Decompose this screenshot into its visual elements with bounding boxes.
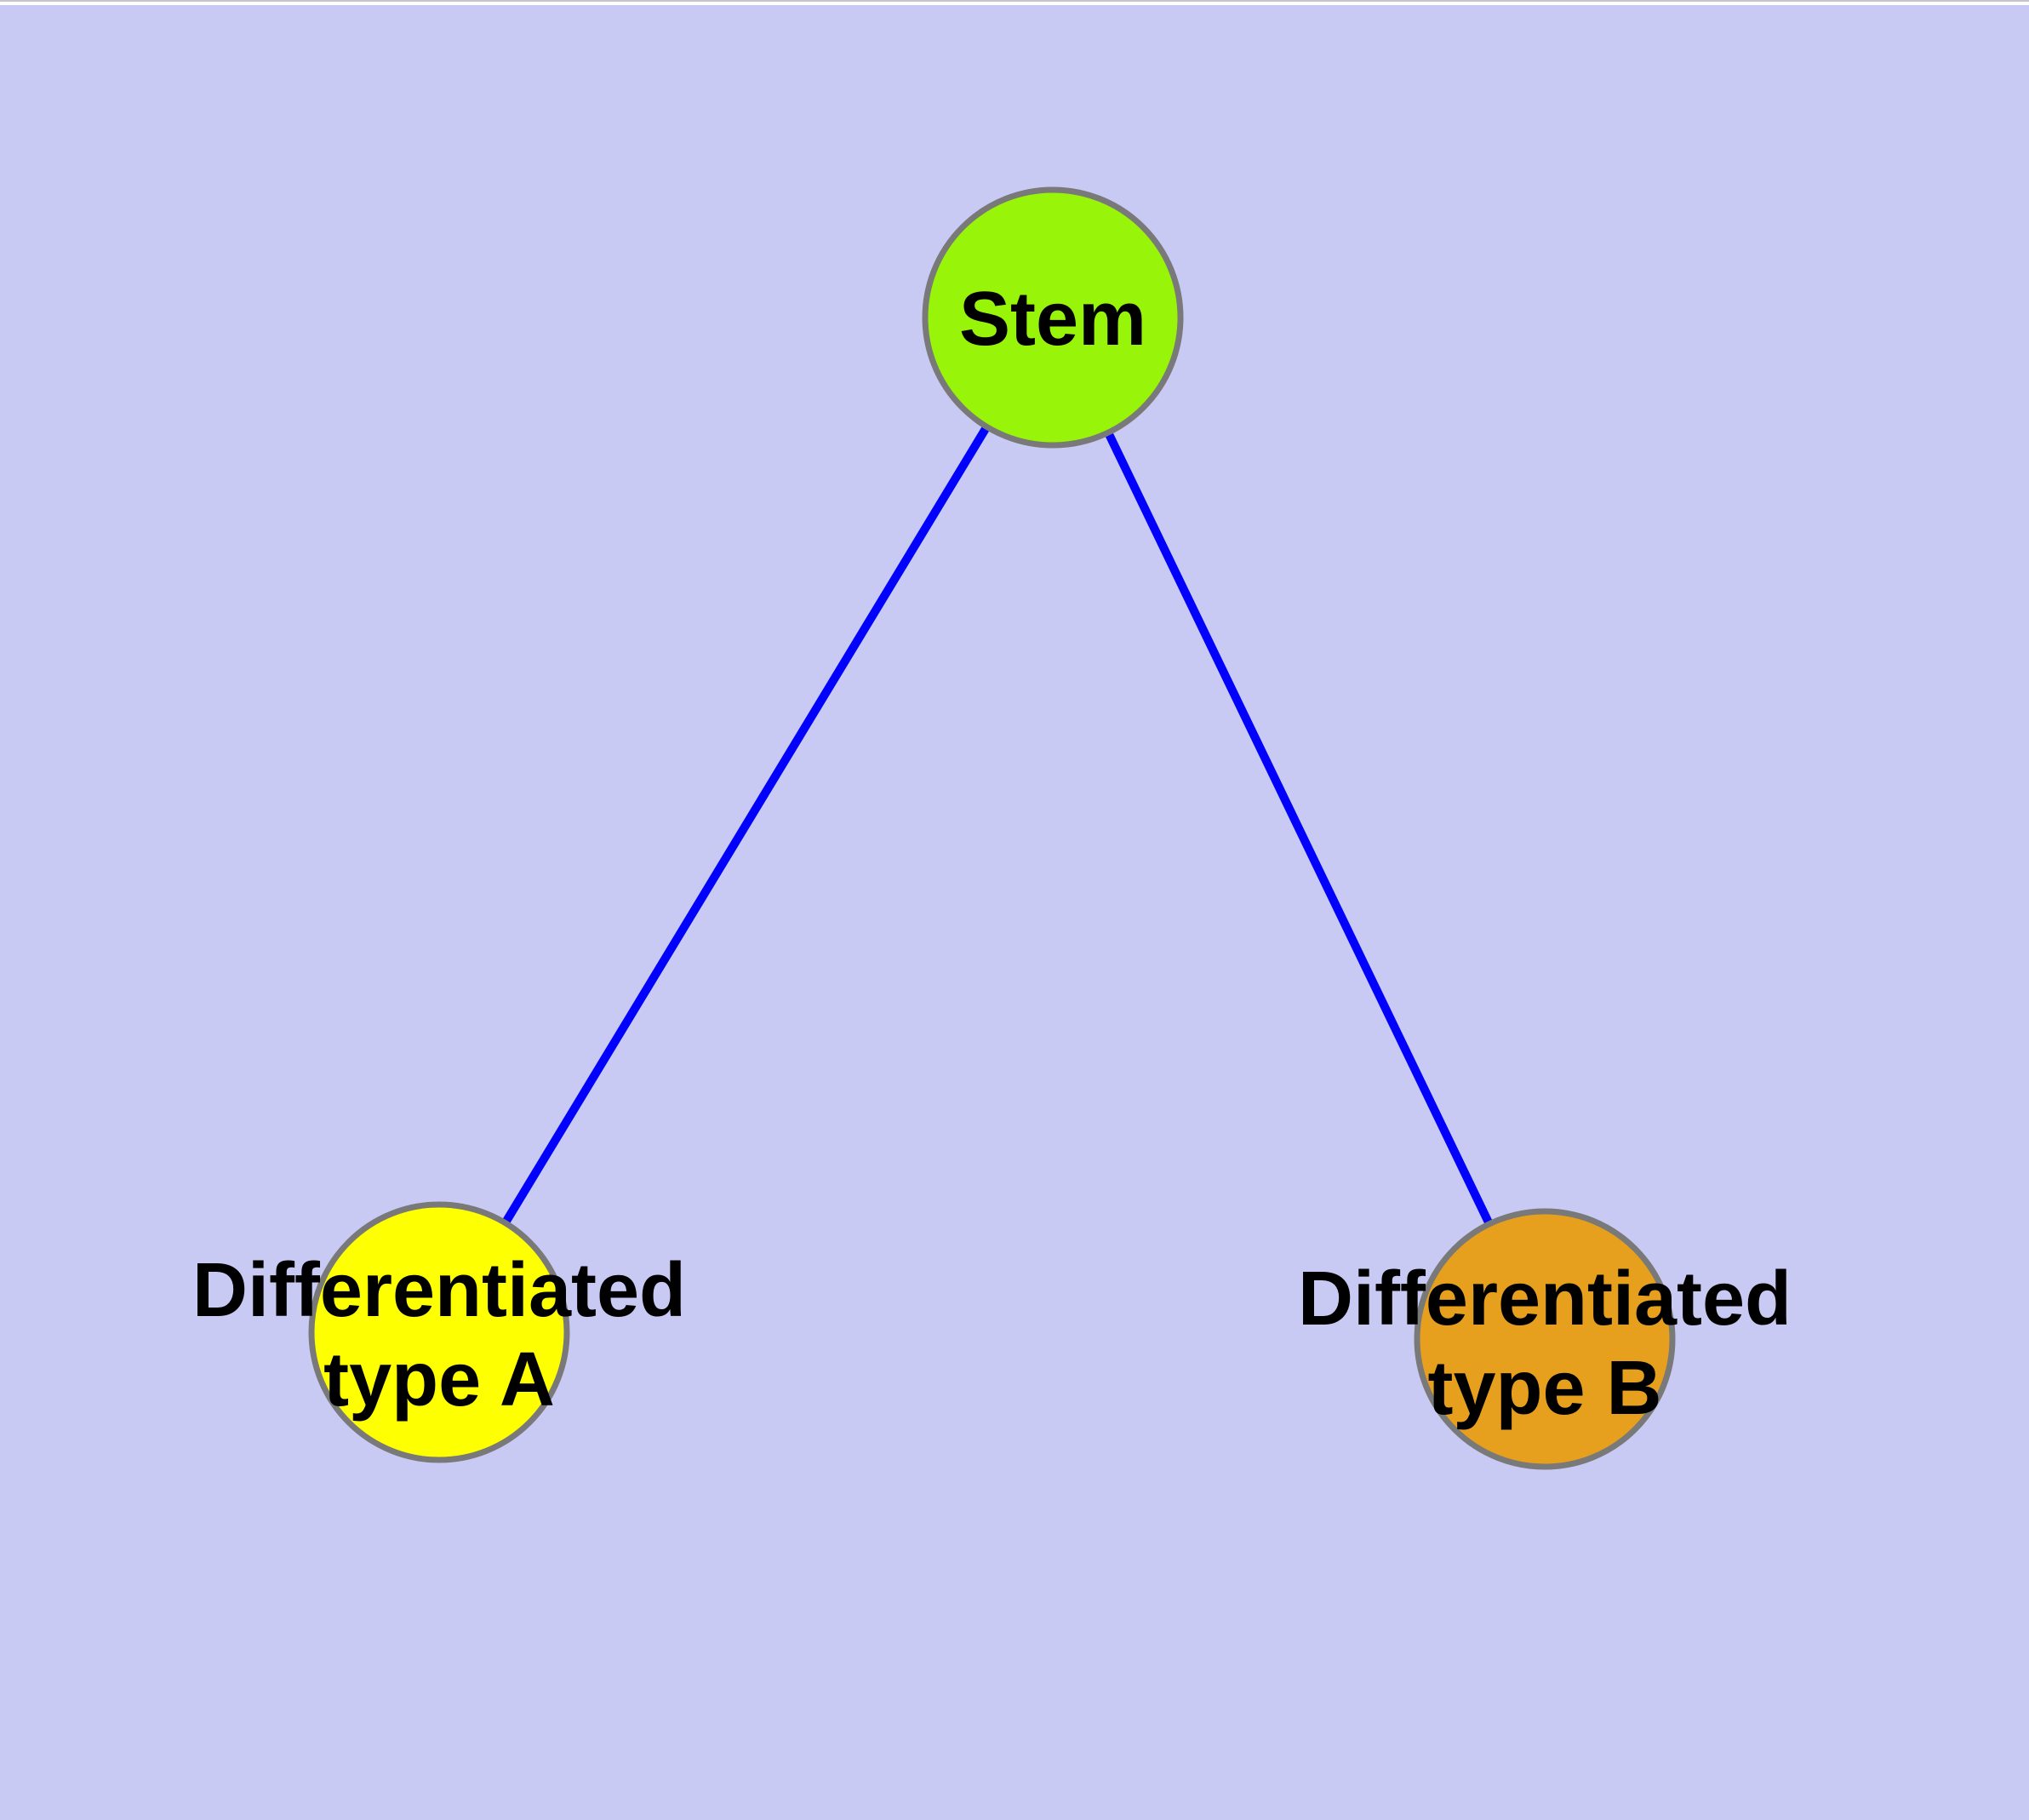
node-stem-circle [922,186,1184,449]
node-stem: Stem [922,186,1184,449]
node-stem-label: Stem [959,277,1146,362]
node-differentiated-type-b: Differentiated type B [1298,1208,1792,1470]
node-type-a-label-line1: Differentiated [192,1248,686,1333]
top-margin-strip [0,2,2029,5]
edge-stem-to-type-b [1049,315,1549,1342]
top-hairline [0,0,2029,2]
node-type-a-circle [308,1201,570,1463]
node-type-a-label-line2: type A [323,1337,555,1422]
node-differentiated-type-a: Differentiated type A [192,1201,686,1463]
node-type-b-label-line2: type B [1427,1346,1661,1431]
node-type-b-circle [1414,1208,1676,1470]
node-type-b-label-line1: Differentiated [1298,1256,1792,1342]
edge-stem-to-type-a [435,315,1057,1335]
